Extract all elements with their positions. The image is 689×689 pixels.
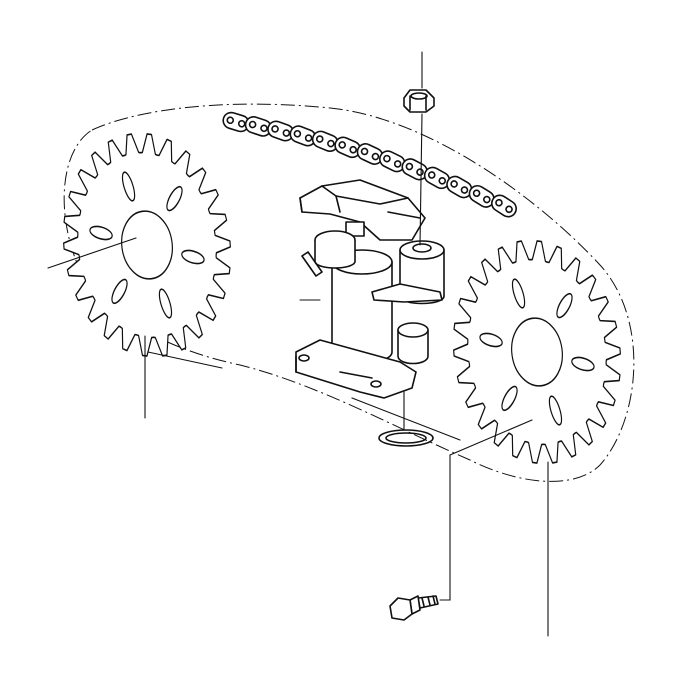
o-ring (378, 429, 434, 447)
sprocket-slot (166, 185, 183, 212)
timing-chain (222, 111, 517, 218)
sprocket-slot (548, 395, 563, 426)
sprocket-slot (501, 385, 518, 412)
hex-nut (403, 89, 435, 113)
sprocket-bore (121, 210, 173, 280)
chain-link (491, 194, 517, 218)
flange-bolt (389, 595, 439, 621)
sprocket-teeth (63, 133, 231, 357)
chain-link (311, 130, 339, 152)
chain-link (289, 125, 317, 147)
sprocket-slot (571, 356, 595, 372)
leader-lines (47, 51, 549, 637)
sprocket-slot (511, 278, 526, 309)
sprocket-slot (158, 288, 173, 319)
sprocket-slot (181, 249, 205, 265)
sprocket-left (63, 133, 231, 357)
chain-link (244, 116, 272, 137)
sprocket-slot (111, 278, 128, 305)
sprocket-slot (479, 332, 503, 348)
sprocket-slot (89, 225, 113, 241)
sprocket-slot (121, 171, 136, 202)
sprocket-bore (511, 317, 563, 387)
sprocket-right (453, 240, 621, 464)
sprocket-slot (556, 292, 573, 319)
chain-tensioner (295, 179, 445, 399)
sprocket-teeth (453, 240, 621, 464)
